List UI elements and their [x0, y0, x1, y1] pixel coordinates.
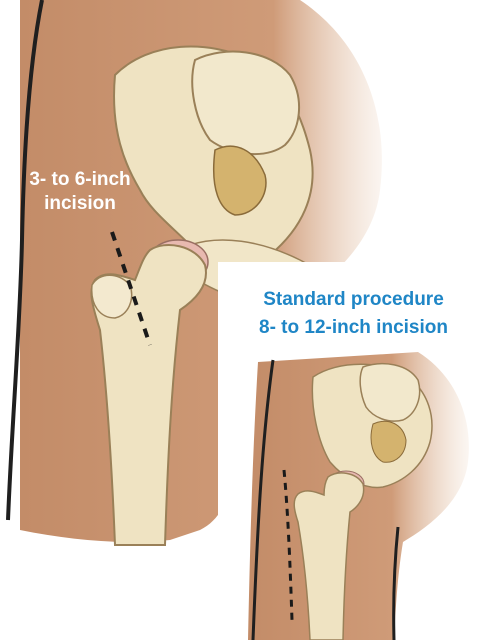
short-incision-label-line1: 3- to 6-inch [0, 168, 160, 192]
standard-procedure-title: Standard procedure 8- to 12-inch incisio… [226, 286, 481, 342]
short-incision-label-line2: incision [0, 192, 160, 216]
inset-anatomy-drawing [218, 352, 481, 640]
sacrum-bone [192, 52, 299, 154]
hip-illustration-inset [218, 352, 481, 640]
standard-procedure-title-line2: 8- to 12-inch incision [226, 314, 481, 342]
standard-procedure-title-line1: Standard procedure [226, 286, 481, 314]
short-incision-label: 3- to 6-inch incision [0, 168, 160, 216]
